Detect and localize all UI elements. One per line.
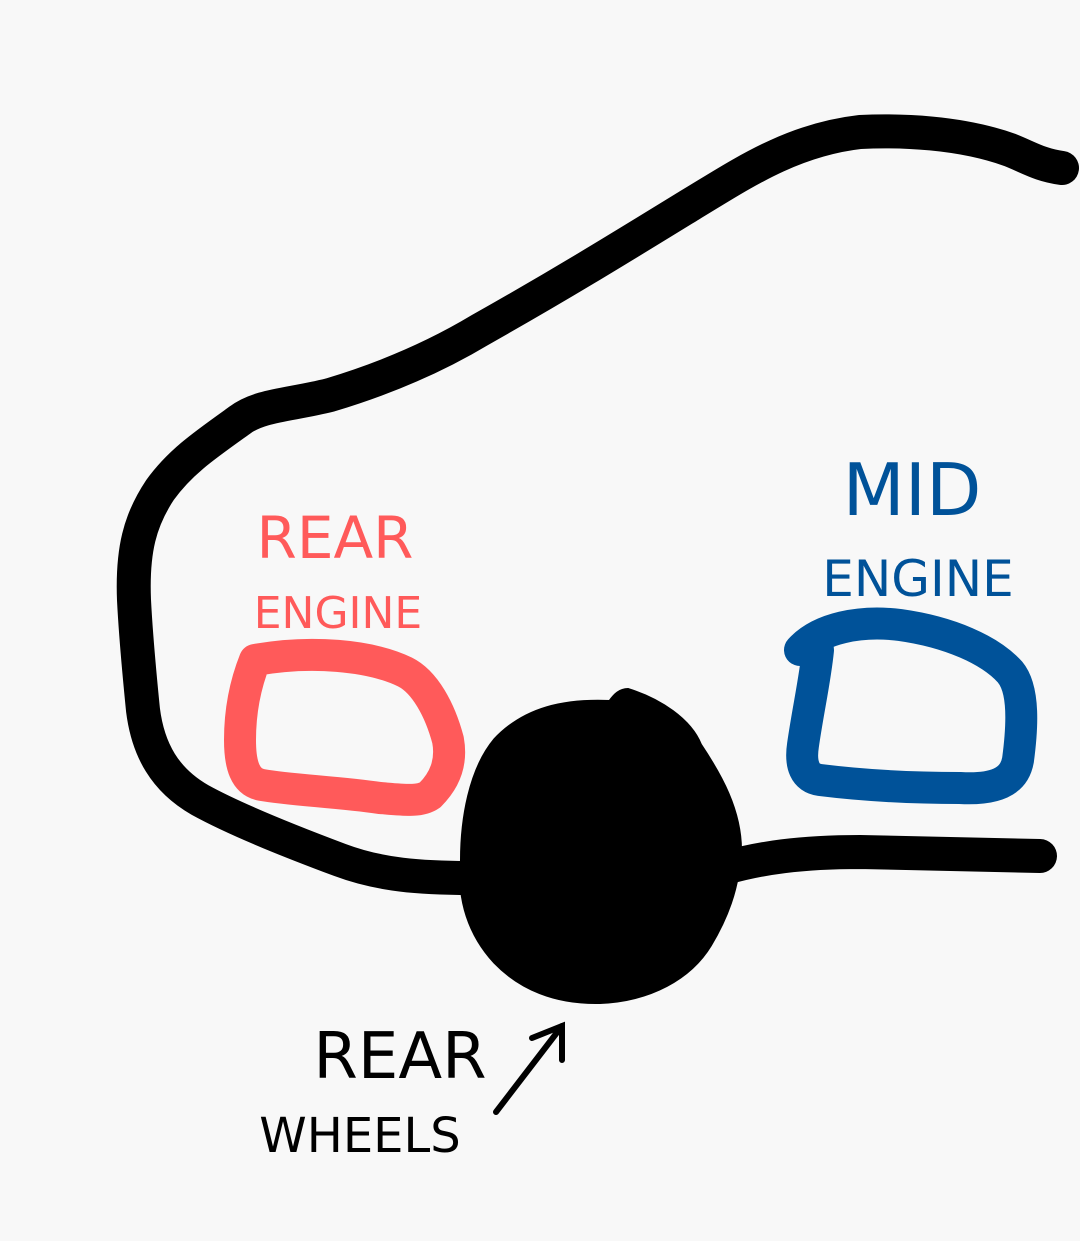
mid-engine-label-line1: MID [843, 448, 982, 532]
rear-engine-label-line1: REAR [257, 504, 414, 572]
rear-engine-label-line2: ENGINE [254, 588, 423, 639]
car-body-outline [116, 114, 1079, 895]
car-underbody-line [708, 834, 1057, 885]
rear-engine-box [224, 638, 465, 816]
mid-engine-label-line2: ENGINE [822, 550, 1013, 608]
arrow-up-right-icon [493, 1021, 565, 1115]
rear-wheels-label-line2: WHEELS [259, 1108, 460, 1164]
wheel-icon [459, 687, 743, 1005]
mid-engine-box [784, 607, 1038, 805]
rear-wheels-label-line1: REAR [313, 1020, 486, 1094]
